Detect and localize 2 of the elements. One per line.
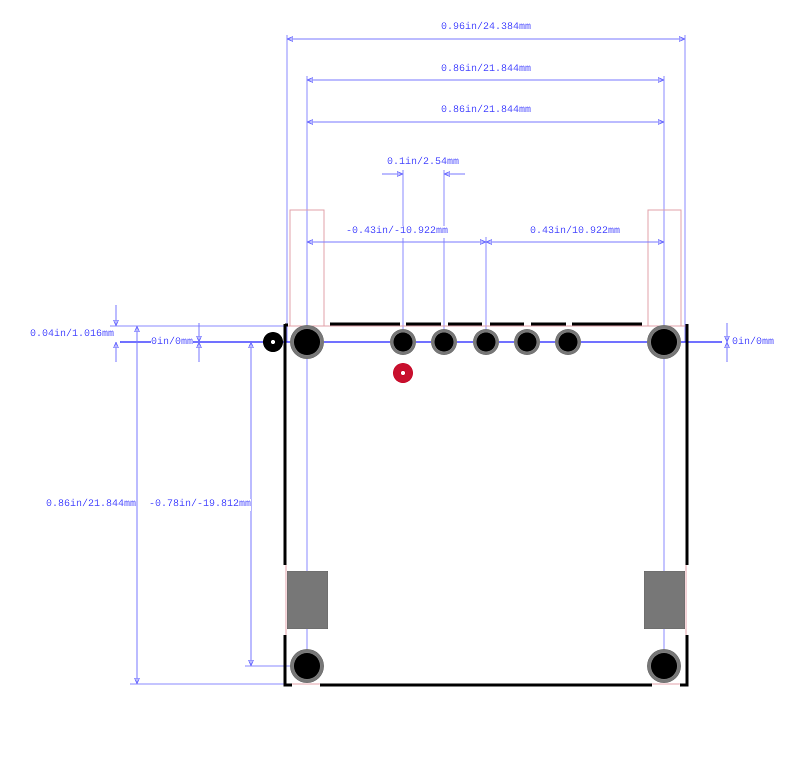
dimension-label: -0.78in/-19.812mm: [149, 499, 252, 511]
dimension-label: -0.43in/-10.922mm: [346, 226, 448, 238]
